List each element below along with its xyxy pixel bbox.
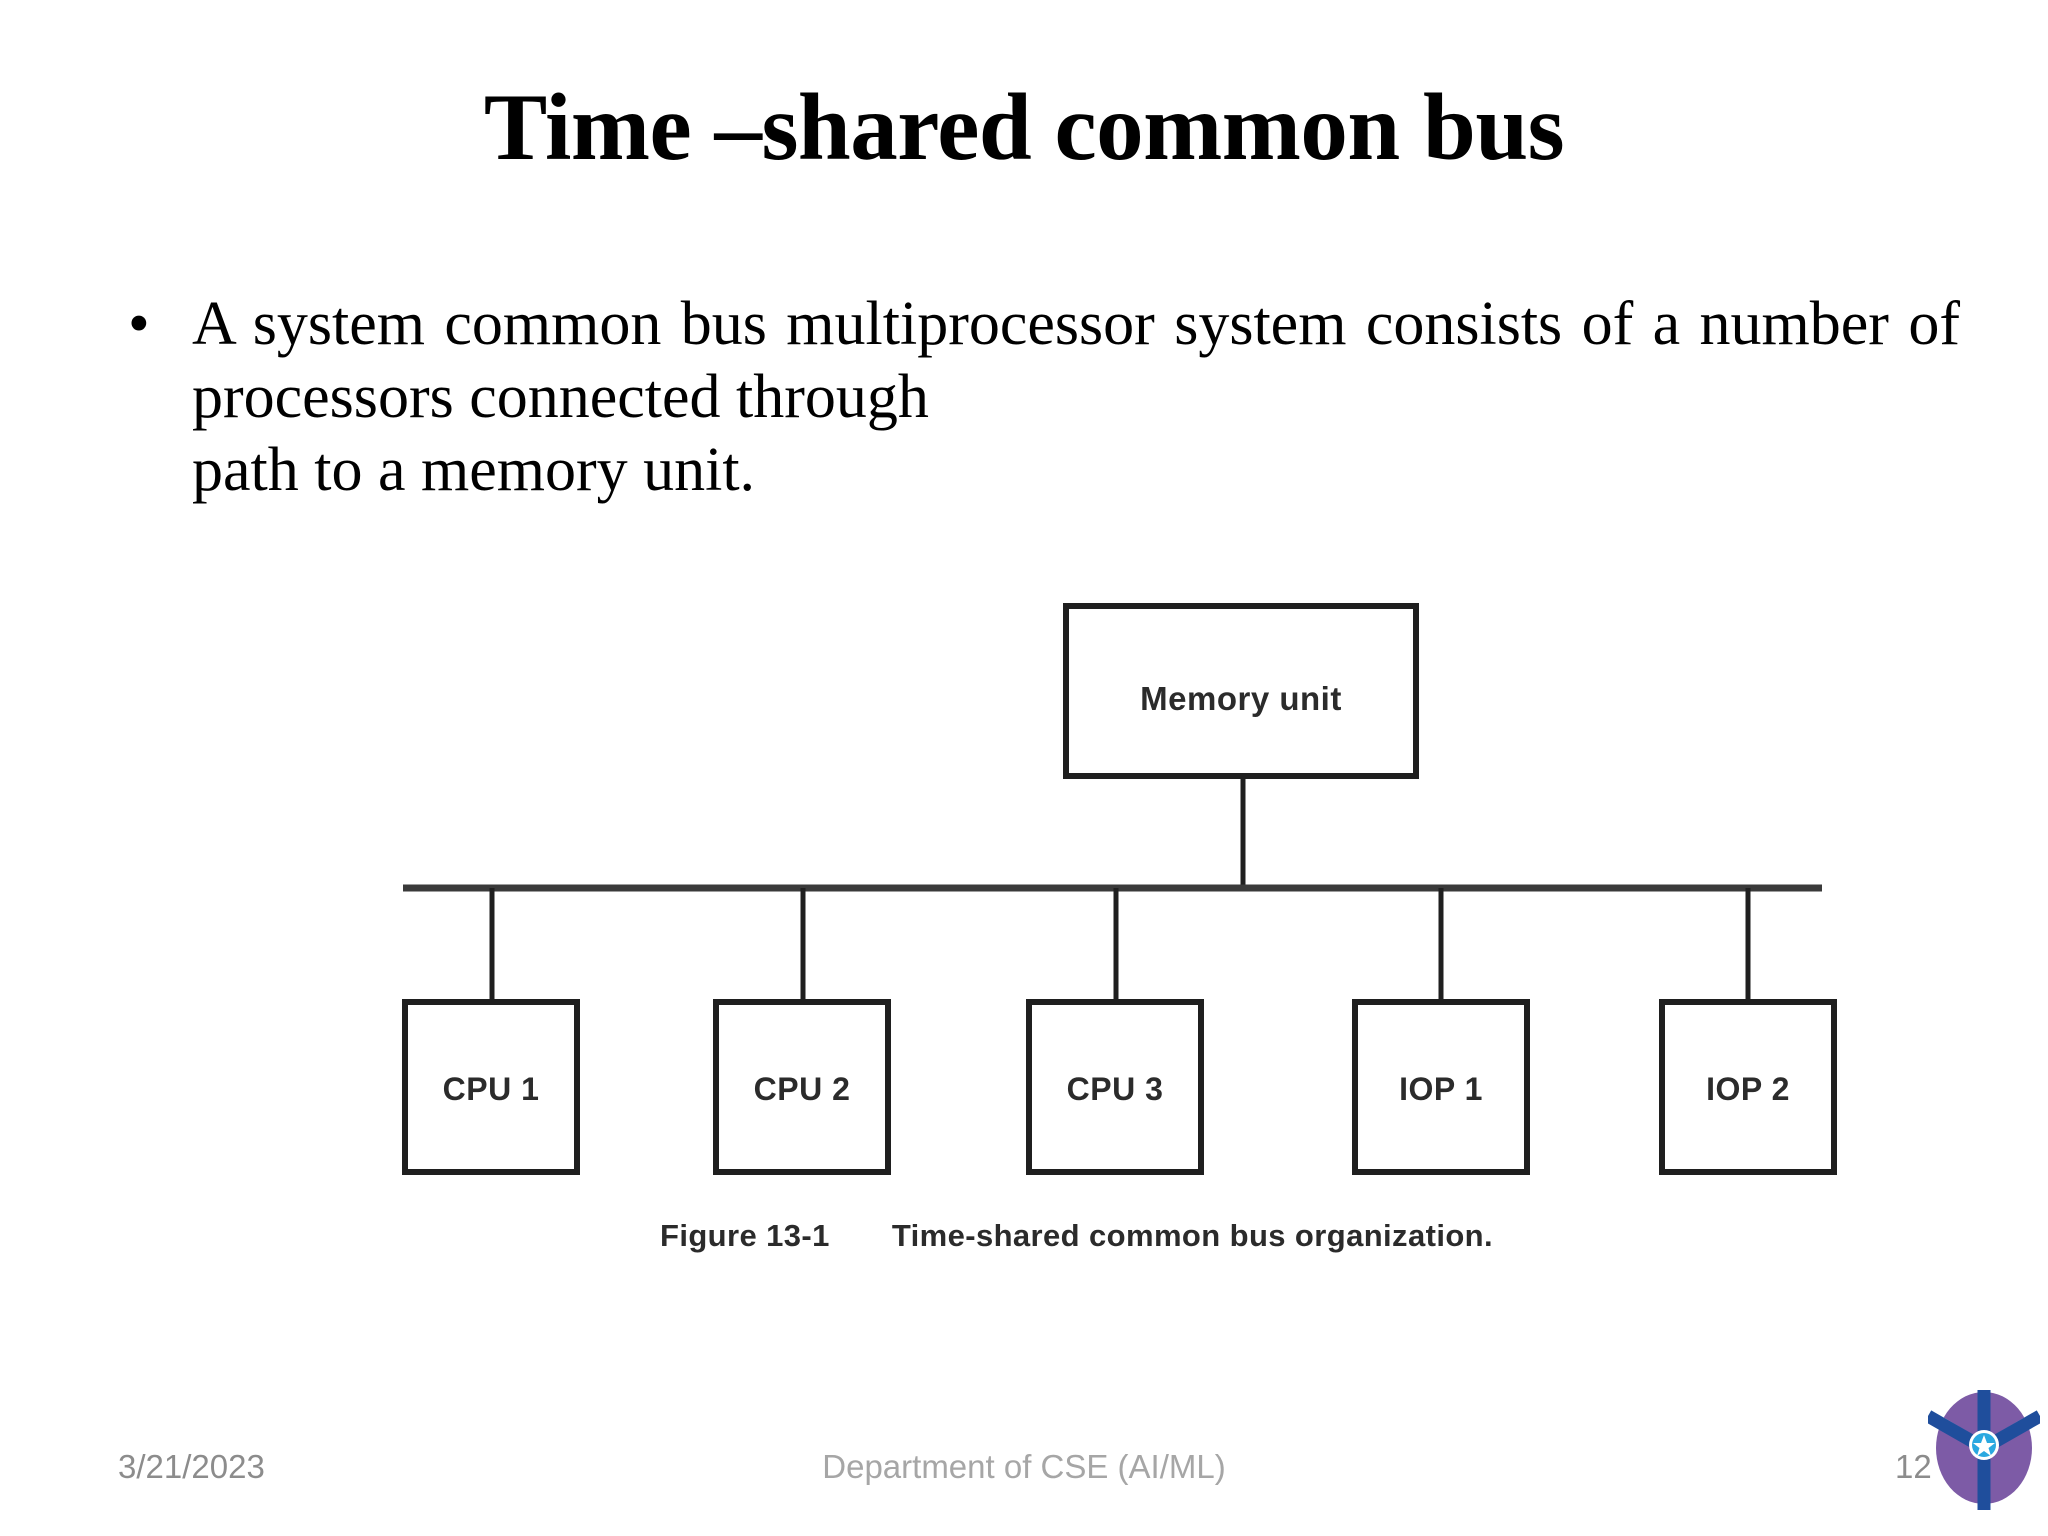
bullet-line-1: A system common bus multiprocessor syste… — [192, 290, 1347, 358]
bullet-list: • A system common bus multiprocessor sys… — [120, 288, 1960, 507]
cpu-3-box: CPU 3 — [1026, 999, 1204, 1175]
list-item: • A system common bus multiprocessor sys… — [120, 288, 1960, 507]
figure-caption: Figure 13-1 Time-shared common bus organ… — [660, 1218, 1660, 1254]
page-title: Time –shared common bus — [483, 74, 1565, 180]
memory-unit-label: Memory unit — [1140, 680, 1342, 717]
bullet-line-3: path to a memory unit. — [192, 436, 756, 505]
cpu-2-label: CPU 2 — [754, 1071, 851, 1107]
figure-caption-text: Time-shared common bus organization. — [891, 1218, 1494, 1253]
cpu-1-label: CPU 1 — [443, 1071, 540, 1107]
footer-date: 3/21/2023 — [118, 1448, 265, 1485]
institution-logo-icon — [1922, 1384, 2046, 1512]
iop-1-label: IOP 1 — [1399, 1071, 1483, 1107]
memory-unit-box: Memory unit — [1063, 603, 1419, 779]
bullet-line-2: consists of a number of processors conne… — [192, 290, 1961, 432]
iop-2-label: IOP 2 — [1706, 1071, 1790, 1107]
figure-number: Figure 13-1 — [660, 1218, 830, 1253]
footer-page-number: 12 — [1895, 1448, 1932, 1485]
cpu-1-box: CPU 1 — [402, 999, 580, 1175]
footer-department: Department of CSE (AI/ML) — [822, 1448, 1226, 1485]
iop-2-box: IOP 2 — [1659, 999, 1837, 1175]
bullet-marker-icon: • — [128, 290, 150, 358]
iop-1-box: IOP 1 — [1352, 999, 1530, 1175]
cpu-2-box: CPU 2 — [713, 999, 891, 1175]
bullet-paragraph: A system common bus multiprocessor syste… — [192, 288, 1960, 507]
cpu-3-label: CPU 3 — [1067, 1071, 1164, 1107]
